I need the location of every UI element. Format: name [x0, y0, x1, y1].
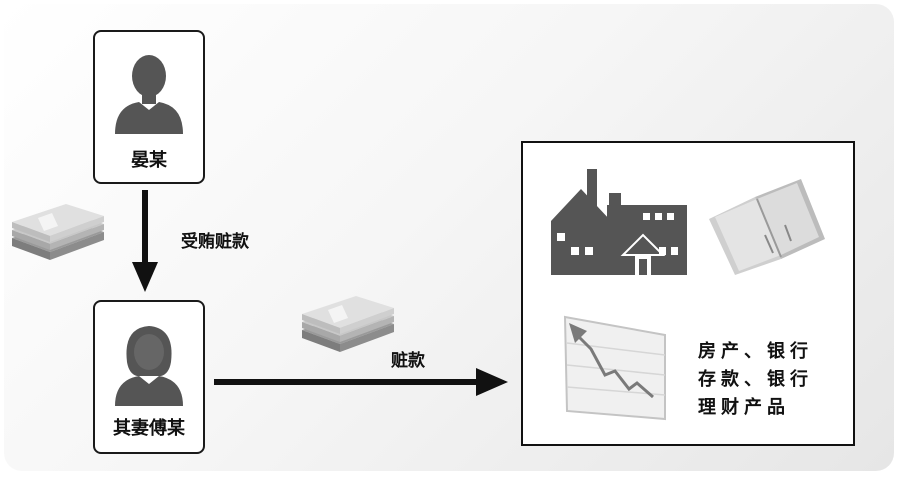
cash-bundle-icon — [302, 296, 394, 352]
rising-chart-icon — [563, 315, 666, 421]
official-name: 晏某 — [131, 150, 167, 171]
assets-description: 房产、银行 存款、银行 理财产品 — [698, 338, 813, 422]
assets-line-3: 理财产品 — [698, 397, 790, 418]
female-avatar-icon — [115, 326, 183, 406]
house-icon — [551, 169, 687, 275]
cash-bundle-icon — [12, 204, 104, 260]
wife-name: 其妻傅某 — [113, 418, 185, 439]
bribe-label: 受贿赃款 — [181, 232, 249, 252]
official-card: 晏某 — [93, 30, 205, 184]
transfer-label: 赃款 — [391, 351, 425, 371]
bribe-flow-arrow — [132, 190, 158, 292]
male-avatar-icon — [115, 55, 183, 134]
assets-line-1: 房产、银行 — [698, 341, 813, 362]
transfer-flow-arrow — [214, 368, 508, 396]
assets-box: 房产、银行 存款、银行 理财产品 — [521, 141, 855, 446]
bankbook-icon — [709, 179, 825, 275]
assets-line-2: 存款、银行 — [698, 369, 813, 390]
wife-card: 其妻傅某 — [93, 300, 205, 454]
